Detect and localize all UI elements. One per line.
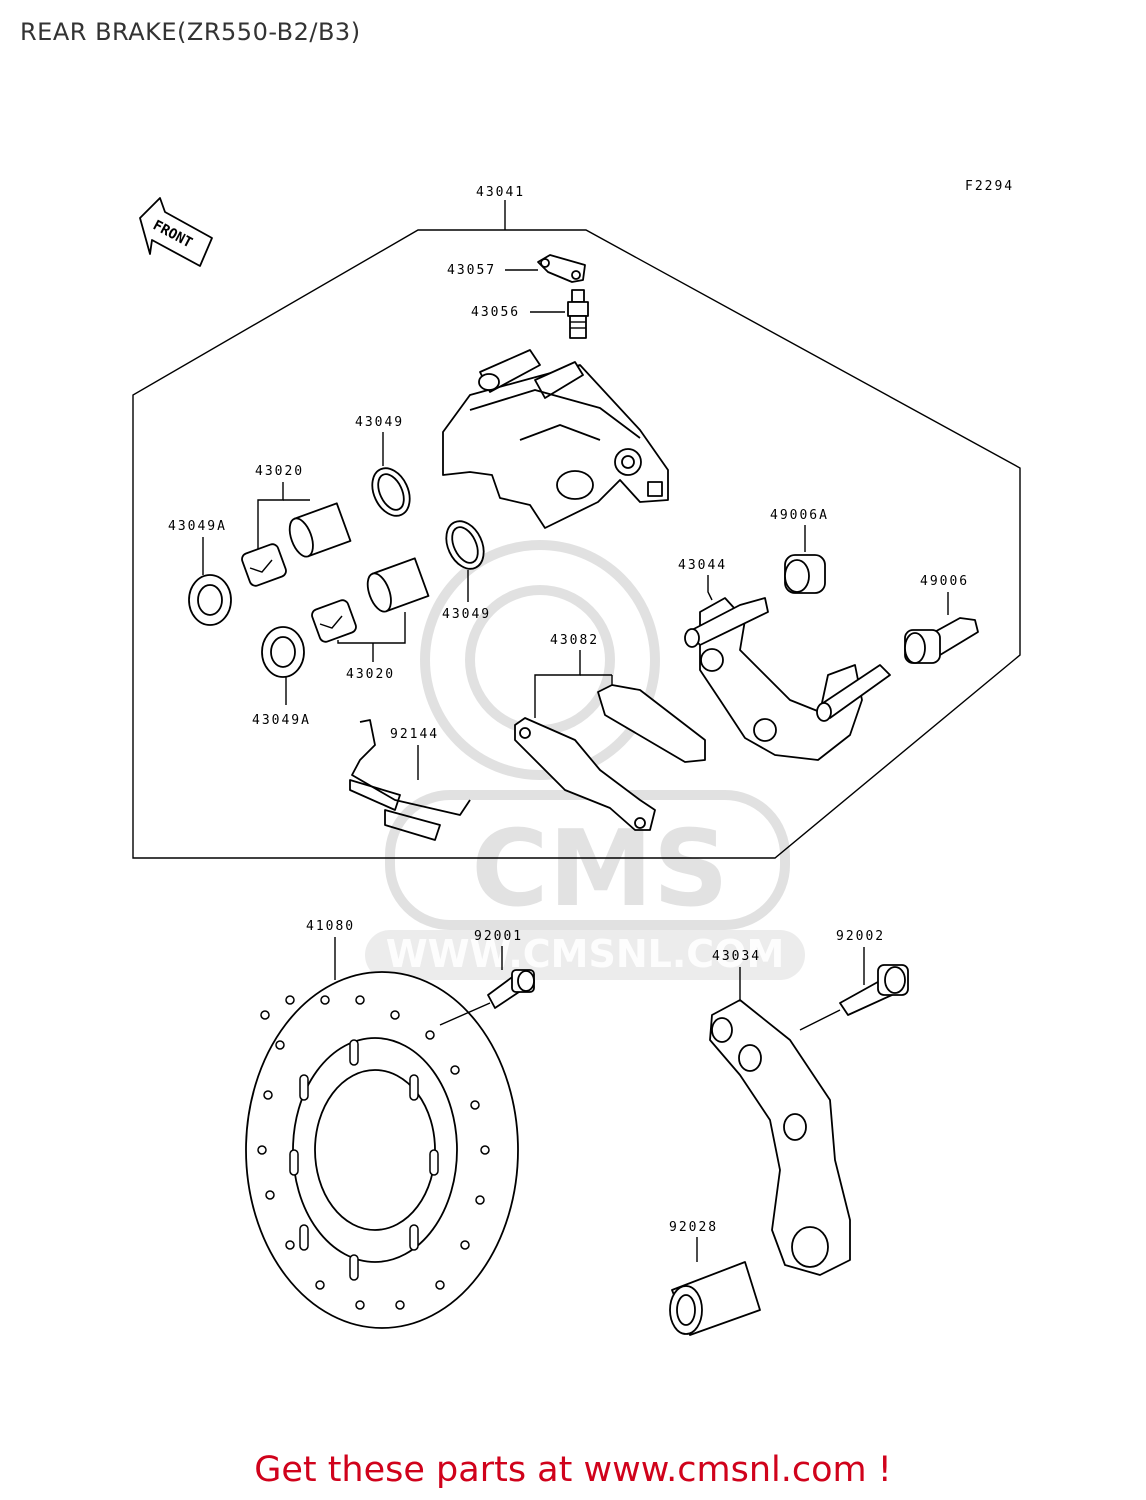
link-bolt-92002[interactable] (839, 964, 909, 1016)
part-43056-label[interactable]: 43056 (471, 305, 520, 320)
piston-insulator-top[interactable] (240, 543, 287, 588)
part-92144-label[interactable]: 92144 (390, 727, 439, 742)
part-92002-label[interactable]: 92002 (836, 929, 885, 944)
part-49006A-label[interactable]: 49006A (770, 508, 829, 523)
collar-92028[interactable] (669, 1261, 761, 1336)
part-92001-label[interactable]: 92001 (474, 929, 523, 944)
part-43049A-left-label[interactable]: 43049A (168, 519, 227, 534)
part-92028-label[interactable]: 92028 (669, 1220, 718, 1235)
page-title: REAR BRAKE(ZR550-B2/B3) (20, 18, 361, 46)
boot-49006A[interactable] (784, 554, 826, 594)
watermark: CMS WWW.CMSNL.COM (365, 540, 805, 980)
dust-seal-43049A-bottom[interactable] (261, 626, 305, 678)
disc-bolt-92001[interactable] (487, 969, 535, 1009)
watermark-url: WWW.CMSNL.COM (386, 932, 785, 976)
part-43020-top-label[interactable]: 43020 (255, 464, 304, 479)
watermark-brand: CMS (471, 808, 728, 930)
part-43057-label[interactable]: 43057 (447, 263, 496, 278)
piston-43020-top[interactable] (285, 502, 352, 559)
dust-seal-43049A-left[interactable] (188, 574, 232, 626)
piston-seal-43049-top[interactable] (365, 462, 417, 522)
piston-insulator-bottom[interactable] (310, 599, 357, 644)
brake-pad-43082[interactable] (514, 684, 706, 831)
slide-pin-49006[interactable] (904, 617, 979, 664)
torque-link-43034[interactable] (709, 999, 851, 1276)
part-43049-mid-label[interactable]: 43049 (442, 607, 491, 622)
piston-43020-bottom[interactable] (363, 557, 430, 614)
part-41080-label[interactable]: 41080 (306, 919, 355, 934)
caliper-body[interactable] (442, 349, 669, 529)
part-43020-bottom-label[interactable]: 43020 (346, 667, 395, 682)
bleeder-valve-43056[interactable] (567, 289, 589, 339)
caliper-bracket-43044[interactable] (684, 597, 891, 761)
bleeder-cap-43057[interactable] (537, 254, 586, 283)
part-43041-label[interactable]: 43041 (476, 185, 525, 200)
pad-spring-92144[interactable] (349, 719, 471, 841)
caliper-assembly-outline (132, 229, 1021, 859)
part-43049-top-label[interactable]: 43049 (355, 415, 404, 430)
part-43034-label[interactable]: 43034 (712, 949, 761, 964)
figure-code: F2294 (965, 179, 1014, 194)
cta-link[interactable]: Get these parts at www.cmsnl.com ! (254, 1450, 892, 1490)
part-49006-label[interactable]: 49006 (920, 574, 969, 589)
part-43049A-bottom-label[interactable]: 43049A (252, 713, 311, 728)
piston-seal-43049-mid[interactable] (439, 515, 491, 575)
front-arrow-icon: FRONT (139, 197, 213, 267)
brake-disc-41080[interactable] (245, 971, 519, 1329)
part-43082-label[interactable]: 43082 (550, 633, 599, 648)
part-43044-label[interactable]: 43044 (678, 558, 727, 573)
